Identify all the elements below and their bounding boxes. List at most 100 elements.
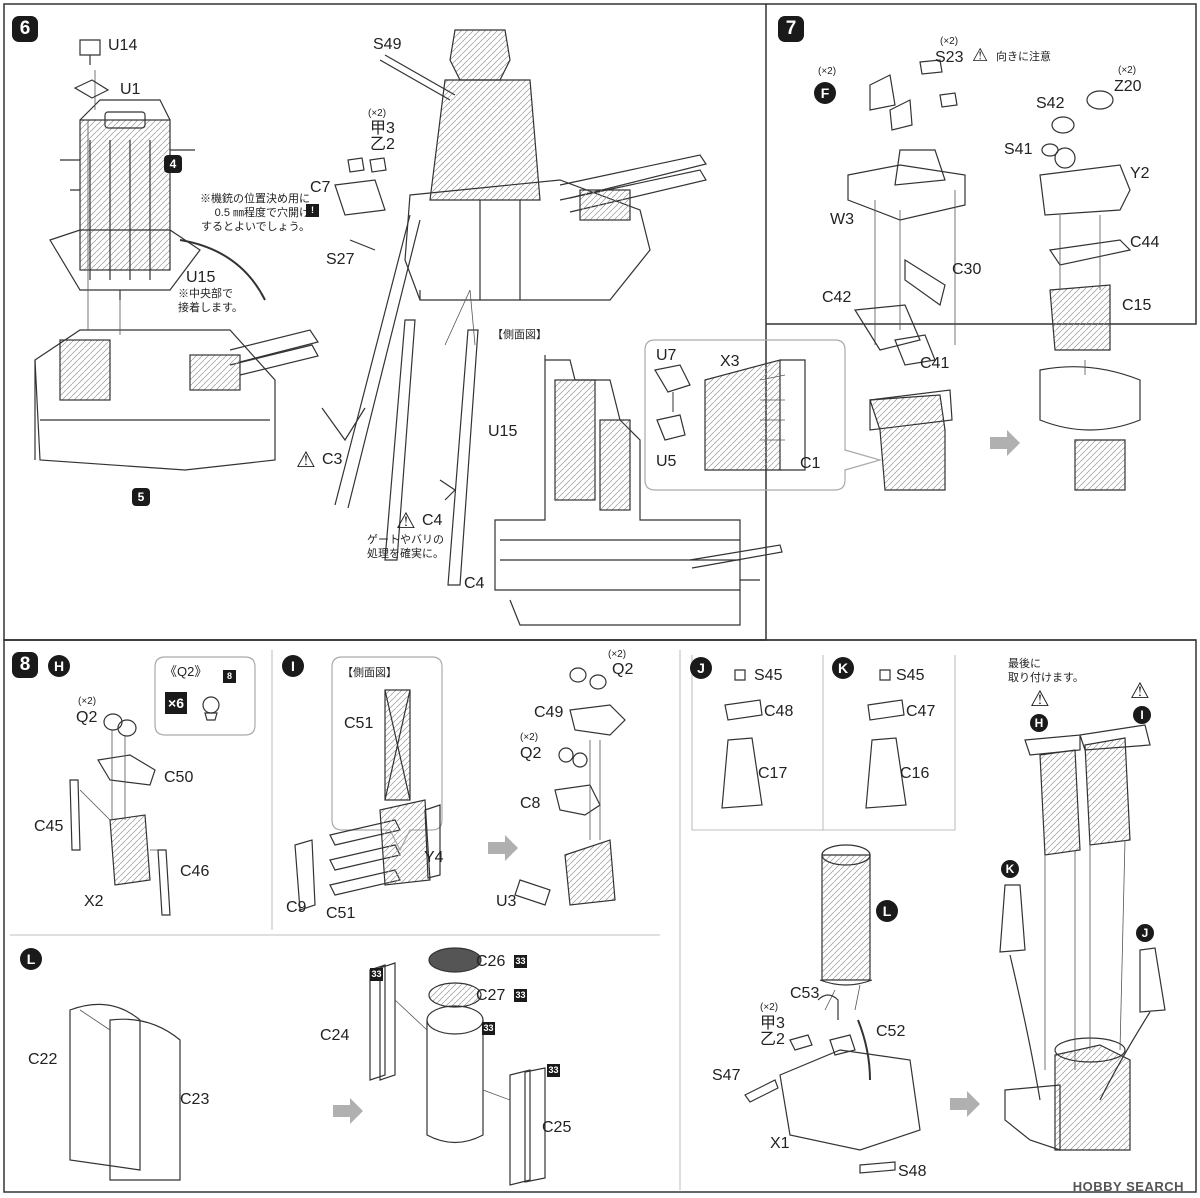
watermark: HOBBY SEARCH [1072,1179,1184,1194]
qty-z20: (×2) [1118,65,1137,76]
hull-deck-drawing [34,329,319,471]
sub-badge-k: K [832,657,854,679]
sub-badge-k-final: K [1001,860,1019,878]
part-label-c26: C26 [476,953,506,970]
ref-step-4-badge: 4 [164,155,182,173]
part-label-y2: Y2 [1130,165,1150,182]
part-label-kou3: 甲3 [370,120,395,137]
part-label-u15-side: U15 [488,423,518,440]
part-label-s49: S49 [373,36,402,53]
part-label-u7: U7 [656,347,677,364]
part-label-s27: S27 [326,251,355,268]
sub-badge-h: H [48,655,70,677]
part-label-u5: U5 [656,453,677,470]
part-label-c4-side: C4 [464,575,485,592]
part-label-s41: S41 [1004,141,1033,158]
sub-badge-l-center: L [876,900,898,922]
funnel-l-drawing [817,844,873,1081]
part-label-c8: C8 [520,795,541,812]
u5-x3-callout-box [644,339,883,491]
part-label-u15: U15 [186,269,216,286]
bridge-tower-drawing [49,99,201,300]
ref-step-5-badge: 5 [132,488,150,506]
note-attach-last: 最後に 取り付けます。 [1008,658,1084,684]
paint-badge-c26: 33 [514,955,527,968]
caution-icon-h-final: ⚠ [1030,686,1050,711]
part-label-c9: C9 [286,899,307,916]
part-label-x3: X3 [720,353,740,370]
part-label-c25: C25 [542,1119,572,1136]
qty-q2-i-mid: (×2) [520,732,539,743]
part-label-c52: C52 [876,1023,906,1040]
part-label-otsu2-final: 乙2 [760,1031,785,1048]
part-label-q2-h: Q2 [76,709,98,726]
step7-mount-drawing [847,59,966,491]
c22-c23-drawing [69,1003,141,1171]
qty-f: (×2) [818,66,837,77]
part-label-c50: C50 [164,769,194,786]
part-label-c27: C27 [476,987,506,1004]
paint-badge-c27: 33 [514,989,527,1002]
q2-ref-badge: 8 [223,670,236,683]
part-label-c16: C16 [900,765,930,782]
part-label-c47: C47 [906,703,936,720]
part-label-u3: U3 [496,893,517,910]
panel-step7 [766,3,1197,325]
part-label-c45: C45 [34,818,64,835]
sub-badge-f: F [814,82,836,104]
part-label-s45-k: S45 [896,667,925,684]
final-assembly-drawing [999,724,1166,1151]
qty-q2-i-top: (×2) [608,649,627,660]
part-label-u1: U1 [120,81,141,98]
i-side-view-title: 【側面図】 [342,667,397,679]
sub-badge-i: I [282,655,304,677]
part-label-c7: C7 [310,179,331,196]
arrow-8i [488,835,518,861]
caution-icon-i-final: ⚠ [1130,678,1150,703]
paint-badge-c24: 33 [370,968,383,981]
arrow-8l [333,1098,363,1124]
part-label-c17: C17 [758,765,788,782]
step7-turret-stack-drawing [1039,90,1141,491]
drill-icon: ! [306,204,319,217]
caution-icon-s23: ⚠ [972,45,989,65]
forward-superstructure-drawing [379,29,707,301]
note-drill-hole: ※機銃の位置決め用に 0.5 ㎜程度で穴開け するとよいでしょう。 [200,193,310,233]
part-label-c4: C4 [422,512,443,529]
part-label-c15: C15 [1122,297,1152,314]
qty-s23: (×2) [940,36,959,47]
step8-h-drawing [69,713,171,916]
qty-kou3-final: (×2) [760,1002,779,1013]
part-label-c51: C51 [326,905,356,922]
caution-icon-c3: ⚠ [296,447,316,472]
part-label-c46: C46 [180,863,210,880]
part-label-c53: C53 [790,985,820,1002]
part-label-c3: C3 [322,451,343,468]
sub-badge-h-final: H [1030,714,1048,732]
part-label-x2: X2 [84,893,104,910]
step-number-8: 8 [12,652,38,678]
part-label-c24: C24 [320,1027,350,1044]
sub-badge-j: J [690,657,712,679]
note-direction: 向きに注意 [996,51,1051,63]
qty-q2-h: (×2) [78,696,97,707]
x1-base-drawing [744,1034,921,1174]
part-label-c49: C49 [534,704,564,721]
note-center-glue: ※中央部で 接着します。 [178,288,243,314]
paint-badge-c25: 33 [547,1064,560,1077]
part-label-w3: W3 [830,211,854,228]
step-number-6: 6 [12,16,38,42]
part-label-s48: S48 [898,1163,927,1180]
part-label-c30: C30 [952,261,982,278]
arrow-8final [950,1091,980,1117]
part-label-s47: S47 [712,1067,741,1084]
part-label-c44: C44 [1130,234,1160,251]
part-label-z20: Z20 [1114,78,1142,95]
part-label-c51-side: C51 [344,715,374,732]
sub-badge-j-final: J [1136,924,1154,942]
funnel-drawing [369,947,546,1186]
part-label-otsu2: 乙2 [370,136,395,153]
note-gate-burr: ゲートやバリの 処理を確実に。 [367,534,444,560]
